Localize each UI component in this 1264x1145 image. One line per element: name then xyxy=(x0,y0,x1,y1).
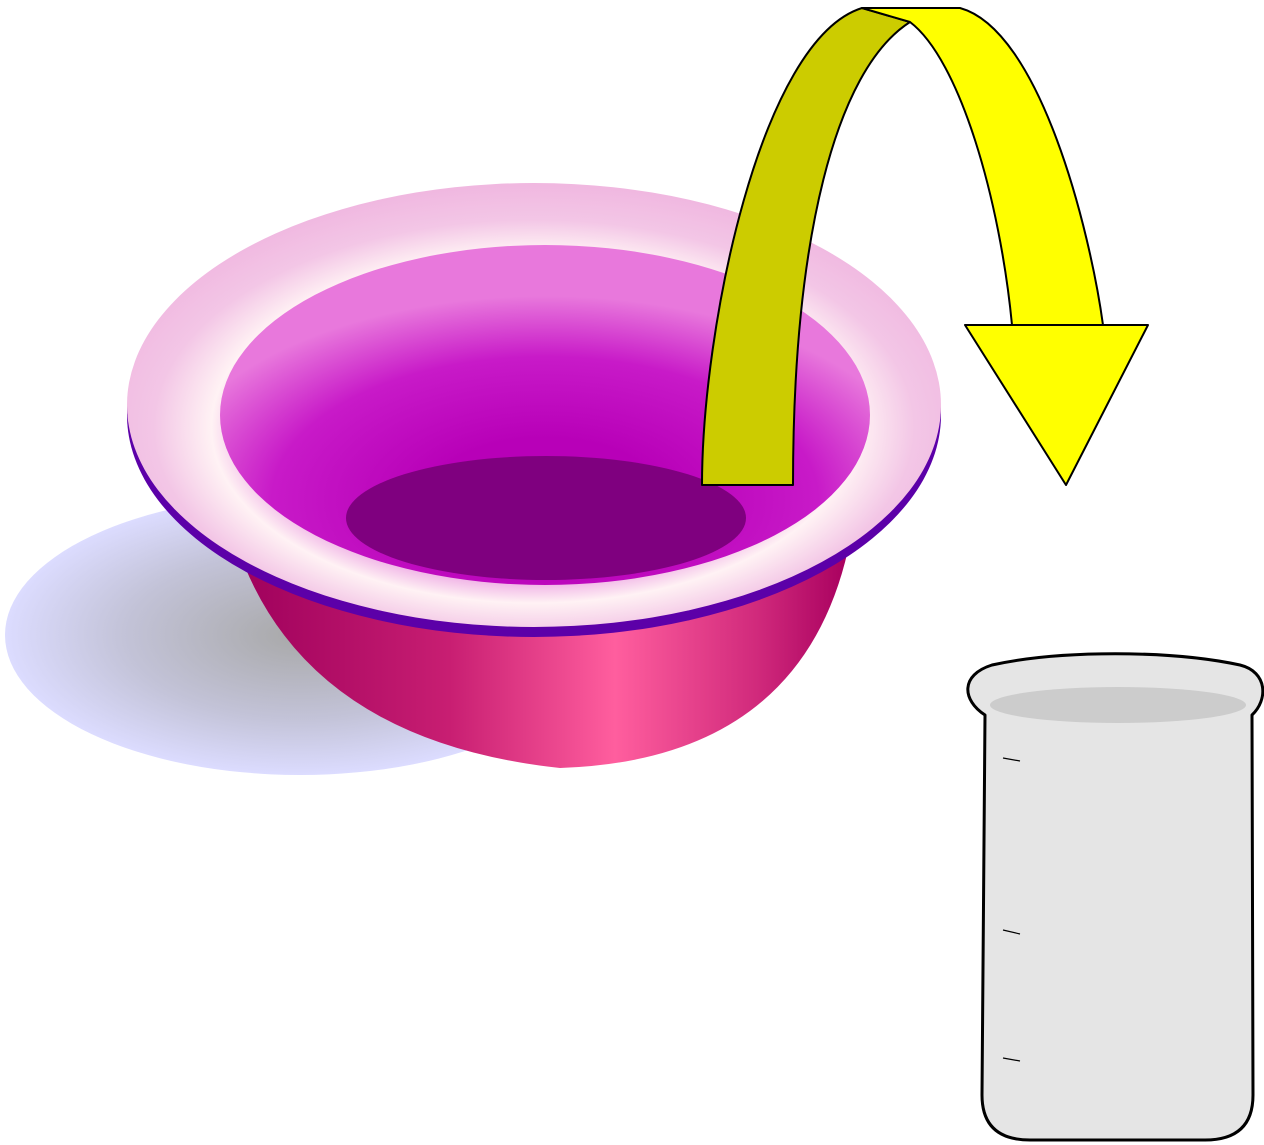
beaker-icon xyxy=(968,654,1263,1140)
beaker-liquid-surface xyxy=(990,687,1246,723)
arrow-head xyxy=(965,325,1148,485)
bowl-bottom xyxy=(346,456,746,580)
arrow-front-band xyxy=(862,8,1103,325)
beaker-body xyxy=(968,654,1263,1140)
